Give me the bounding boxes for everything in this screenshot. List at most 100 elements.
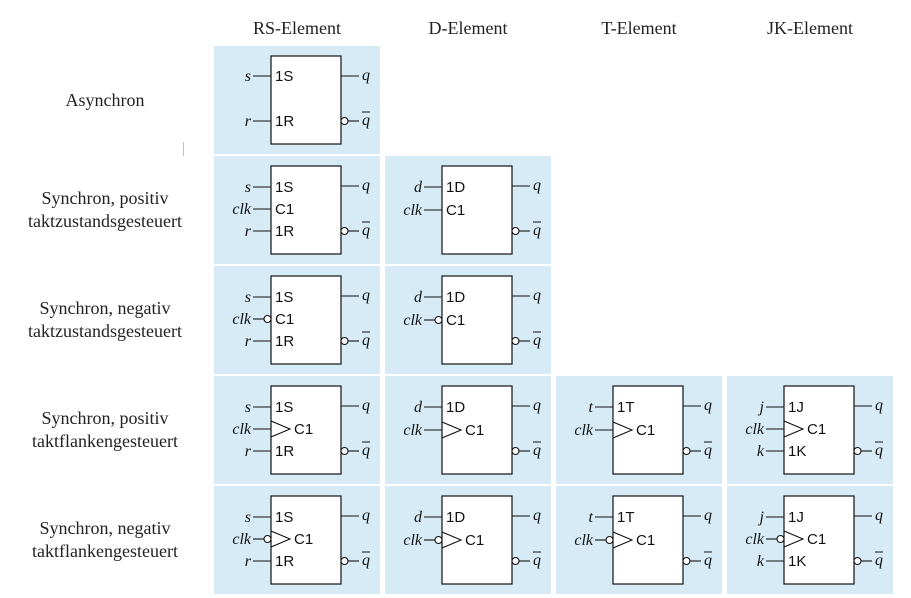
output-q-label: q — [533, 287, 541, 304]
inversion-bubble — [340, 116, 349, 126]
pin-label: 1S — [275, 68, 293, 85]
output-q-bar: q — [511, 441, 541, 459]
output-q: q — [683, 507, 712, 524]
output-q-label: q — [875, 507, 883, 524]
output-q-label: q — [533, 507, 541, 524]
signal-label: r — [245, 223, 252, 240]
signal-label: s — [245, 399, 251, 416]
output-q-label: q — [362, 397, 370, 414]
pin-label: 1K — [788, 553, 806, 570]
inversion-bubble — [340, 336, 349, 346]
output-q-bar: q — [340, 551, 370, 569]
flipflop-box — [270, 165, 342, 255]
pin-label: 1R — [275, 443, 294, 460]
flipflop-box — [441, 385, 513, 475]
signal-label: j — [758, 399, 765, 416]
pin-label: 1D — [446, 399, 465, 416]
inversion-bubble — [682, 446, 691, 456]
output-q-label: q — [362, 507, 370, 524]
pin-label: 1D — [446, 289, 465, 306]
output-q: q — [341, 177, 370, 194]
output-q-bar-label: q — [533, 442, 541, 459]
signal-label: clk — [745, 531, 765, 548]
signal-label: clk — [403, 202, 423, 219]
output-q-bar: q — [511, 221, 541, 239]
signal-label: k — [757, 553, 765, 570]
pin-label: 1J — [788, 399, 804, 416]
pin-label: C1 — [636, 532, 655, 549]
signal-label: s — [245, 509, 251, 526]
row-header-line: Synchron, negativ — [39, 518, 171, 538]
output-q: q — [683, 397, 712, 414]
column-header-t: T-Element — [601, 18, 677, 38]
inversion-bubble — [263, 534, 272, 544]
row-header-line: taktzustandsgesteuert — [28, 211, 182, 231]
signal-label: s — [245, 179, 251, 196]
output-q-bar-label: q — [875, 442, 883, 459]
pin-label: 1S — [275, 289, 293, 306]
flipflop-box — [783, 495, 855, 585]
flipflop-box — [441, 275, 513, 365]
pin-label: C1 — [275, 201, 294, 218]
row-header-line: taktzustandsgesteuert — [28, 321, 182, 341]
inversion-bubble — [776, 534, 785, 544]
edge-trigger-triangle — [783, 530, 805, 548]
pin-label: 1R — [275, 333, 294, 350]
output-q-bar-label: q — [362, 222, 370, 239]
signal-label: clk — [745, 421, 765, 438]
pin-label: 1S — [275, 399, 293, 416]
edge-trigger-triangle — [441, 531, 463, 549]
edge-trigger-triangle — [441, 421, 463, 439]
inversion-bubble — [340, 446, 349, 456]
pin-label: C1 — [294, 421, 313, 438]
output-q-label: q — [533, 177, 541, 194]
output-q: q — [341, 287, 370, 304]
pin-label: 1D — [446, 179, 465, 196]
signal-label: r — [245, 443, 252, 460]
signal-label: clk — [403, 532, 423, 549]
edge-trigger-triangle — [612, 421, 634, 439]
output-q: q — [512, 507, 541, 524]
inversion-bubble — [340, 226, 349, 236]
row-header-asynchron: Asynchron — [0, 46, 210, 154]
flipflop-box — [612, 495, 684, 585]
output-q-bar-label: q — [533, 552, 541, 569]
output-q-bar: q — [682, 441, 712, 459]
output-q: q — [512, 397, 541, 414]
pin-label: 1R — [275, 553, 294, 570]
output-q-bar: q — [340, 441, 370, 459]
signal-label: r — [245, 553, 252, 570]
signal-label: j — [758, 509, 765, 526]
signal-label: d — [414, 509, 423, 526]
pin-label: 1J — [788, 509, 804, 526]
